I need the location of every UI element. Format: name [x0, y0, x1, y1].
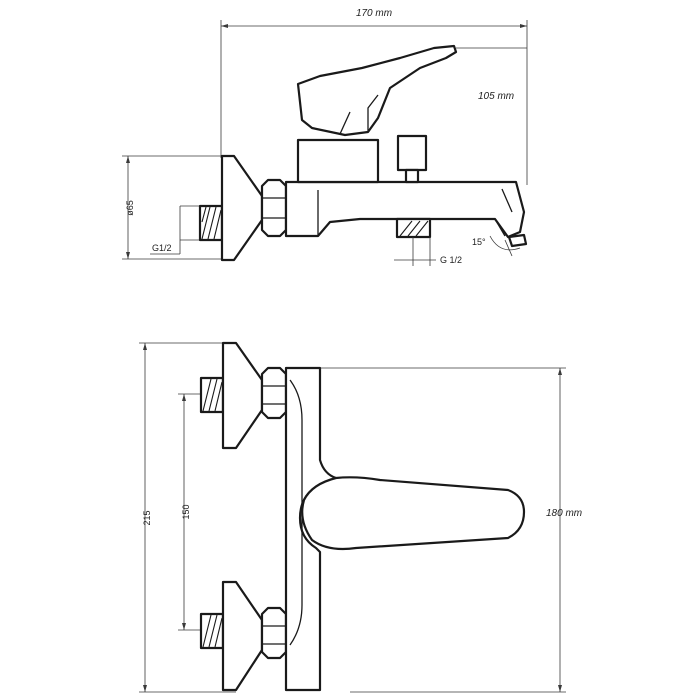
angle-dimension: 15° [472, 235, 521, 257]
depth-dimension: 180 mm [320, 367, 582, 693]
inlet-thread-dimension: G1/2 [150, 205, 200, 255]
outlet-thread-dimension: G 1/2 [394, 237, 462, 266]
inlet-connector [198, 204, 224, 242]
diverter-knob [396, 134, 428, 184]
cartridge-housing [296, 138, 380, 184]
width-dimension-label: 170 mm [356, 8, 392, 19]
wall-flange [220, 154, 264, 262]
aerator [507, 233, 528, 248]
height-dimension: 105 mm [456, 47, 527, 102]
top-view-lever [301, 476, 526, 551]
height-dimension-label: 105 mm [478, 91, 514, 102]
total-height-dimension: 215 [139, 342, 236, 693]
bottom-wall-flange [221, 580, 264, 692]
total-height-label: 215 [142, 510, 152, 525]
top-wall-flange [221, 341, 264, 450]
bottom-hex-nut [260, 606, 288, 660]
inlet-thread-label: G1/2 [152, 243, 172, 253]
depth-dimension-label: 180 mm [546, 508, 582, 519]
center-distance-label: 150 [181, 504, 191, 519]
top-hex-nut [260, 366, 288, 420]
center-distance-dimension: 150 [178, 393, 200, 631]
lever-handle [296, 44, 458, 137]
top-inlet-connector [199, 376, 225, 414]
diameter-dimension: ø65 [122, 155, 234, 260]
width-dimension: 170 mm [220, 8, 528, 185]
side-view: 170 mm 105 mm ø65 G1/2 [122, 8, 528, 266]
diameter-dimension-label: ø65 [125, 200, 135, 216]
angle-label: 15° [472, 237, 486, 247]
hex-nut [260, 178, 288, 238]
outlet-thread-label: G 1/2 [440, 255, 462, 265]
outlet-connector [395, 217, 432, 239]
bottom-inlet-connector [199, 612, 225, 650]
top-view: 215 150 180 mm [139, 341, 582, 693]
